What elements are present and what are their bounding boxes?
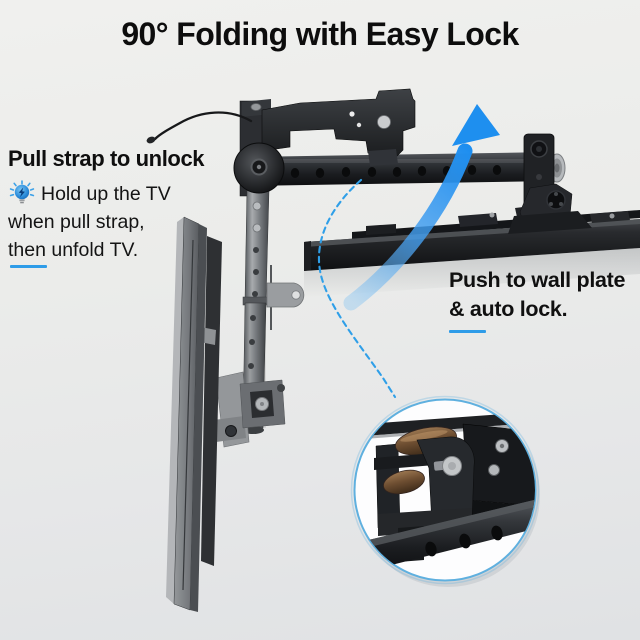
lower-tv-bracket [214,371,286,448]
page-title: 90° Folding with Easy Lock [121,16,519,52]
accent-underline-right [449,330,486,333]
pivot-joint [233,142,285,194]
right-annotation-line-1: Push to wall plate [449,268,626,292]
tip-line-3: then unfold TV. [8,239,139,261]
folded-tv-panel [166,216,222,612]
left-annotation: Pull strap to unlock [8,146,248,268]
right-annotation: Push to wall plate & auto lock. [449,266,639,333]
accent-underline-left [10,265,47,268]
extension-tube [246,152,552,186]
tip-line-2: when pull strap, [8,211,145,233]
left-annotation-heading: Pull strap to unlock [8,146,205,171]
up-arrow [343,104,500,311]
lightbulb-tip-icon [8,180,36,208]
tip-row: Hold up the TV [8,180,248,208]
callout-dashed-line [317,178,397,399]
zoom-callout-circle [350,395,540,587]
lock-mechanism-detail [355,413,535,574]
wall-mount-bracket [508,133,592,234]
pull-strap [146,111,253,144]
right-annotation-line-2: & auto lock. [449,296,568,321]
tip-line-1: Hold up the TV [41,183,171,205]
